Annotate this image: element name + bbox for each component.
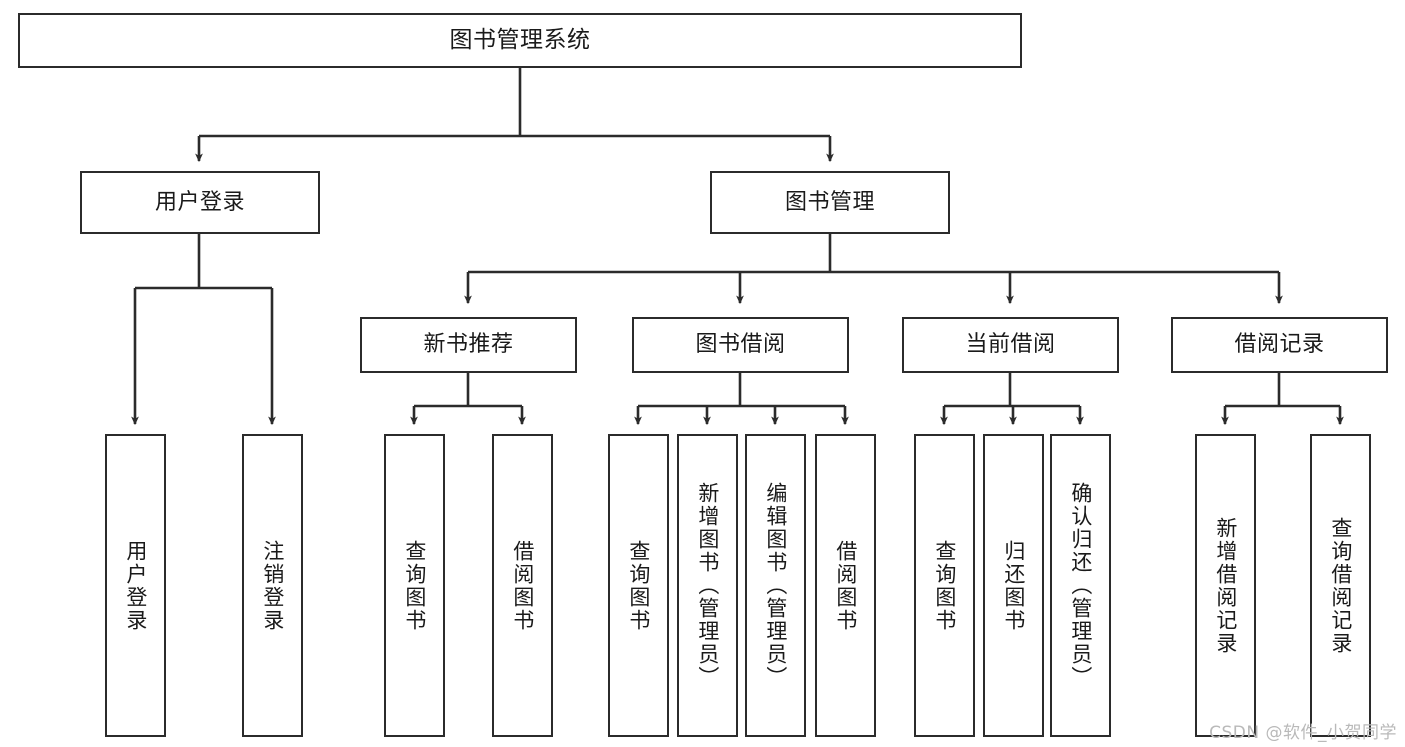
node-borrow-record[interactable]: 借阅记录 xyxy=(1171,317,1388,373)
node-label: 借阅图书 xyxy=(833,539,858,632)
leaf-return-book[interactable]: 归还图书 xyxy=(983,434,1044,737)
node-label: 查询图书 xyxy=(932,539,957,632)
leaf-user-login[interactable]: 用户登录 xyxy=(105,434,166,737)
node-label: 编辑图书（管理员） xyxy=(763,482,788,689)
node-label: 新书推荐 xyxy=(423,332,514,358)
leaf-edit-book-admin[interactable]: 编辑图书（管理员） xyxy=(745,434,806,737)
node-label: 借阅图书 xyxy=(510,539,535,632)
node-label: 当前借阅 xyxy=(965,332,1056,358)
node-label: 归还图书 xyxy=(1001,539,1026,632)
leaf-borrow-book-recommend[interactable]: 借阅图书 xyxy=(492,434,553,737)
leaf-confirm-return-admin[interactable]: 确认归还（管理员） xyxy=(1050,434,1111,737)
node-label: 新增图书（管理员） xyxy=(695,482,720,689)
node-label: 注销登录 xyxy=(260,539,285,632)
leaf-logout[interactable]: 注销登录 xyxy=(242,434,303,737)
node-label: 用户登录 xyxy=(154,189,245,215)
node-root-system[interactable]: 图书管理系统 xyxy=(18,13,1022,68)
leaf-query-book-borrow[interactable]: 查询图书 xyxy=(608,434,669,737)
leaf-borrow-book[interactable]: 借阅图书 xyxy=(815,434,876,737)
node-current-borrow[interactable]: 当前借阅 xyxy=(902,317,1119,373)
leaf-add-book-admin[interactable]: 新增图书（管理员） xyxy=(677,434,738,737)
node-label: 新增借阅记录 xyxy=(1213,516,1238,655)
node-label: 图书管理系统 xyxy=(449,27,591,54)
node-book-management[interactable]: 图书管理 xyxy=(710,171,950,234)
leaf-query-book-recommend[interactable]: 查询图书 xyxy=(384,434,445,737)
node-user-login[interactable]: 用户登录 xyxy=(80,171,320,234)
leaf-query-book-current[interactable]: 查询图书 xyxy=(914,434,975,737)
node-label: 用户登录 xyxy=(123,539,148,632)
node-label: 确认归还（管理员） xyxy=(1068,482,1093,689)
node-book-borrow[interactable]: 图书借阅 xyxy=(632,317,849,373)
node-label: 查询借阅记录 xyxy=(1328,516,1353,655)
node-new-book-recommend[interactable]: 新书推荐 xyxy=(360,317,577,373)
node-label: 借阅记录 xyxy=(1234,332,1325,358)
node-label: 查询图书 xyxy=(626,539,651,632)
node-label: 图书借阅 xyxy=(695,332,786,358)
node-label: 查询图书 xyxy=(402,539,427,632)
node-label: 图书管理 xyxy=(784,189,875,215)
leaf-add-borrow-record[interactable]: 新增借阅记录 xyxy=(1195,434,1256,737)
leaf-query-borrow-record[interactable]: 查询借阅记录 xyxy=(1310,434,1371,737)
